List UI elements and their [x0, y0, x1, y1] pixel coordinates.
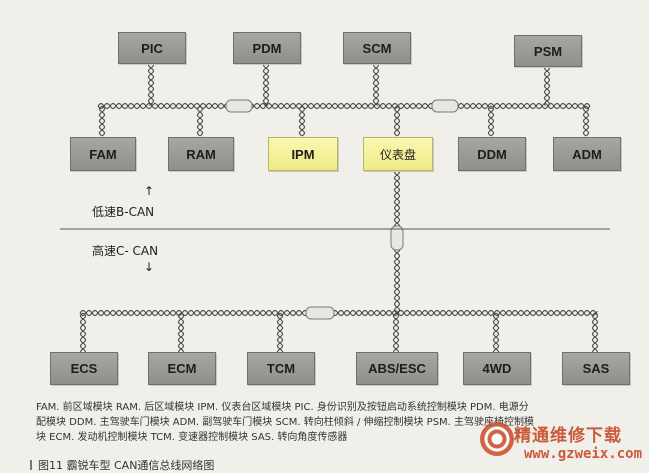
low-speed-bus-label: 低速B-CAN — [92, 205, 155, 219]
c-can-drop-4wd — [492, 312, 500, 353]
c-can-drop-ecs — [79, 312, 87, 353]
watermark: 精通维修下载 www.gzweix.com — [478, 418, 646, 470]
b-can-drop-fam — [98, 105, 106, 137]
b-can-drop-ipm — [298, 105, 306, 137]
watermark-url: www.gzweix.com — [524, 446, 643, 462]
legend-line: 块 ECM. 发动机控制模块 TCM. 变速器控制模块 SAS. 转向角度传感器 — [36, 432, 348, 443]
high-speed-bus-label: 高速C- CAN — [92, 244, 159, 258]
module-adm: ADM — [553, 137, 621, 171]
c-can-trunk — [79, 309, 598, 317]
c-can-drop-tcm — [276, 312, 284, 353]
module-abs-esc: ABS/ESC — [356, 352, 438, 385]
gateway-connector — [390, 225, 404, 251]
watermark-logo-icon — [480, 422, 514, 456]
abbreviation-legend: FAM. 前区域模块 RAM. 后区域模块 IPM. 仪表台区域模块 PIC. … — [36, 400, 636, 445]
legend-line: 配模块 DDM. 主驾驶车门模块 ADM. 副驾驶车门模块 SCM. 转向柱倾斜… — [36, 417, 535, 428]
module-pdm: PDM — [233, 32, 301, 64]
legend-line: FAM. 前区域模块 RAM. 后区域模块 IPM. 仪表台区域模块 PIC. … — [36, 402, 529, 413]
low-speed-arrow: ↑ — [144, 184, 155, 198]
b-can-drop-ddm — [487, 105, 495, 137]
c-can-drop-abs — [392, 312, 400, 353]
b-can-drop-cluster — [393, 105, 401, 137]
module-scm: SCM — [343, 32, 411, 64]
module-ddm: DDM — [458, 137, 526, 171]
figure-caption-text: 图11 霸锐车型 CAN通信总线网络图 — [38, 459, 215, 472]
module-ram: RAM — [168, 137, 234, 171]
b-can-drop-pic — [147, 61, 155, 106]
b-can-connector-2 — [431, 99, 459, 113]
b-can-drop-psm — [543, 64, 551, 106]
module-sas: SAS — [562, 352, 630, 385]
module-pic: PIC — [118, 32, 186, 64]
caption-marker-icon — [30, 460, 32, 470]
module-psm: PSM — [514, 35, 582, 67]
module-ecs: ECS — [50, 352, 118, 385]
b-can-drop-adm — [582, 105, 590, 137]
high-speed-arrow: ↓ — [144, 260, 155, 274]
b-can-drop-scm — [372, 61, 380, 106]
module-4wd: 4WD — [463, 352, 531, 385]
b-can-drop-ram — [196, 105, 204, 137]
c-can-drop-sas — [591, 312, 599, 353]
b-can-drop-pdm — [262, 61, 270, 106]
module-ipm: IPM — [268, 137, 338, 171]
b-can-connector-1 — [225, 99, 253, 113]
c-can-connector — [305, 306, 335, 320]
module-fam: FAM — [70, 137, 136, 171]
module-instrument-cluster: 仪表盘 — [363, 137, 433, 171]
figure-caption: 图11 霸锐车型 CAN通信总线网络图 — [30, 457, 214, 473]
c-can-drop-ecm — [177, 312, 185, 353]
module-ecm: ECM — [148, 352, 216, 385]
b-can-trunk — [97, 102, 591, 110]
module-tcm: TCM — [247, 352, 315, 385]
watermark-name: 精通维修下载 — [514, 426, 622, 446]
